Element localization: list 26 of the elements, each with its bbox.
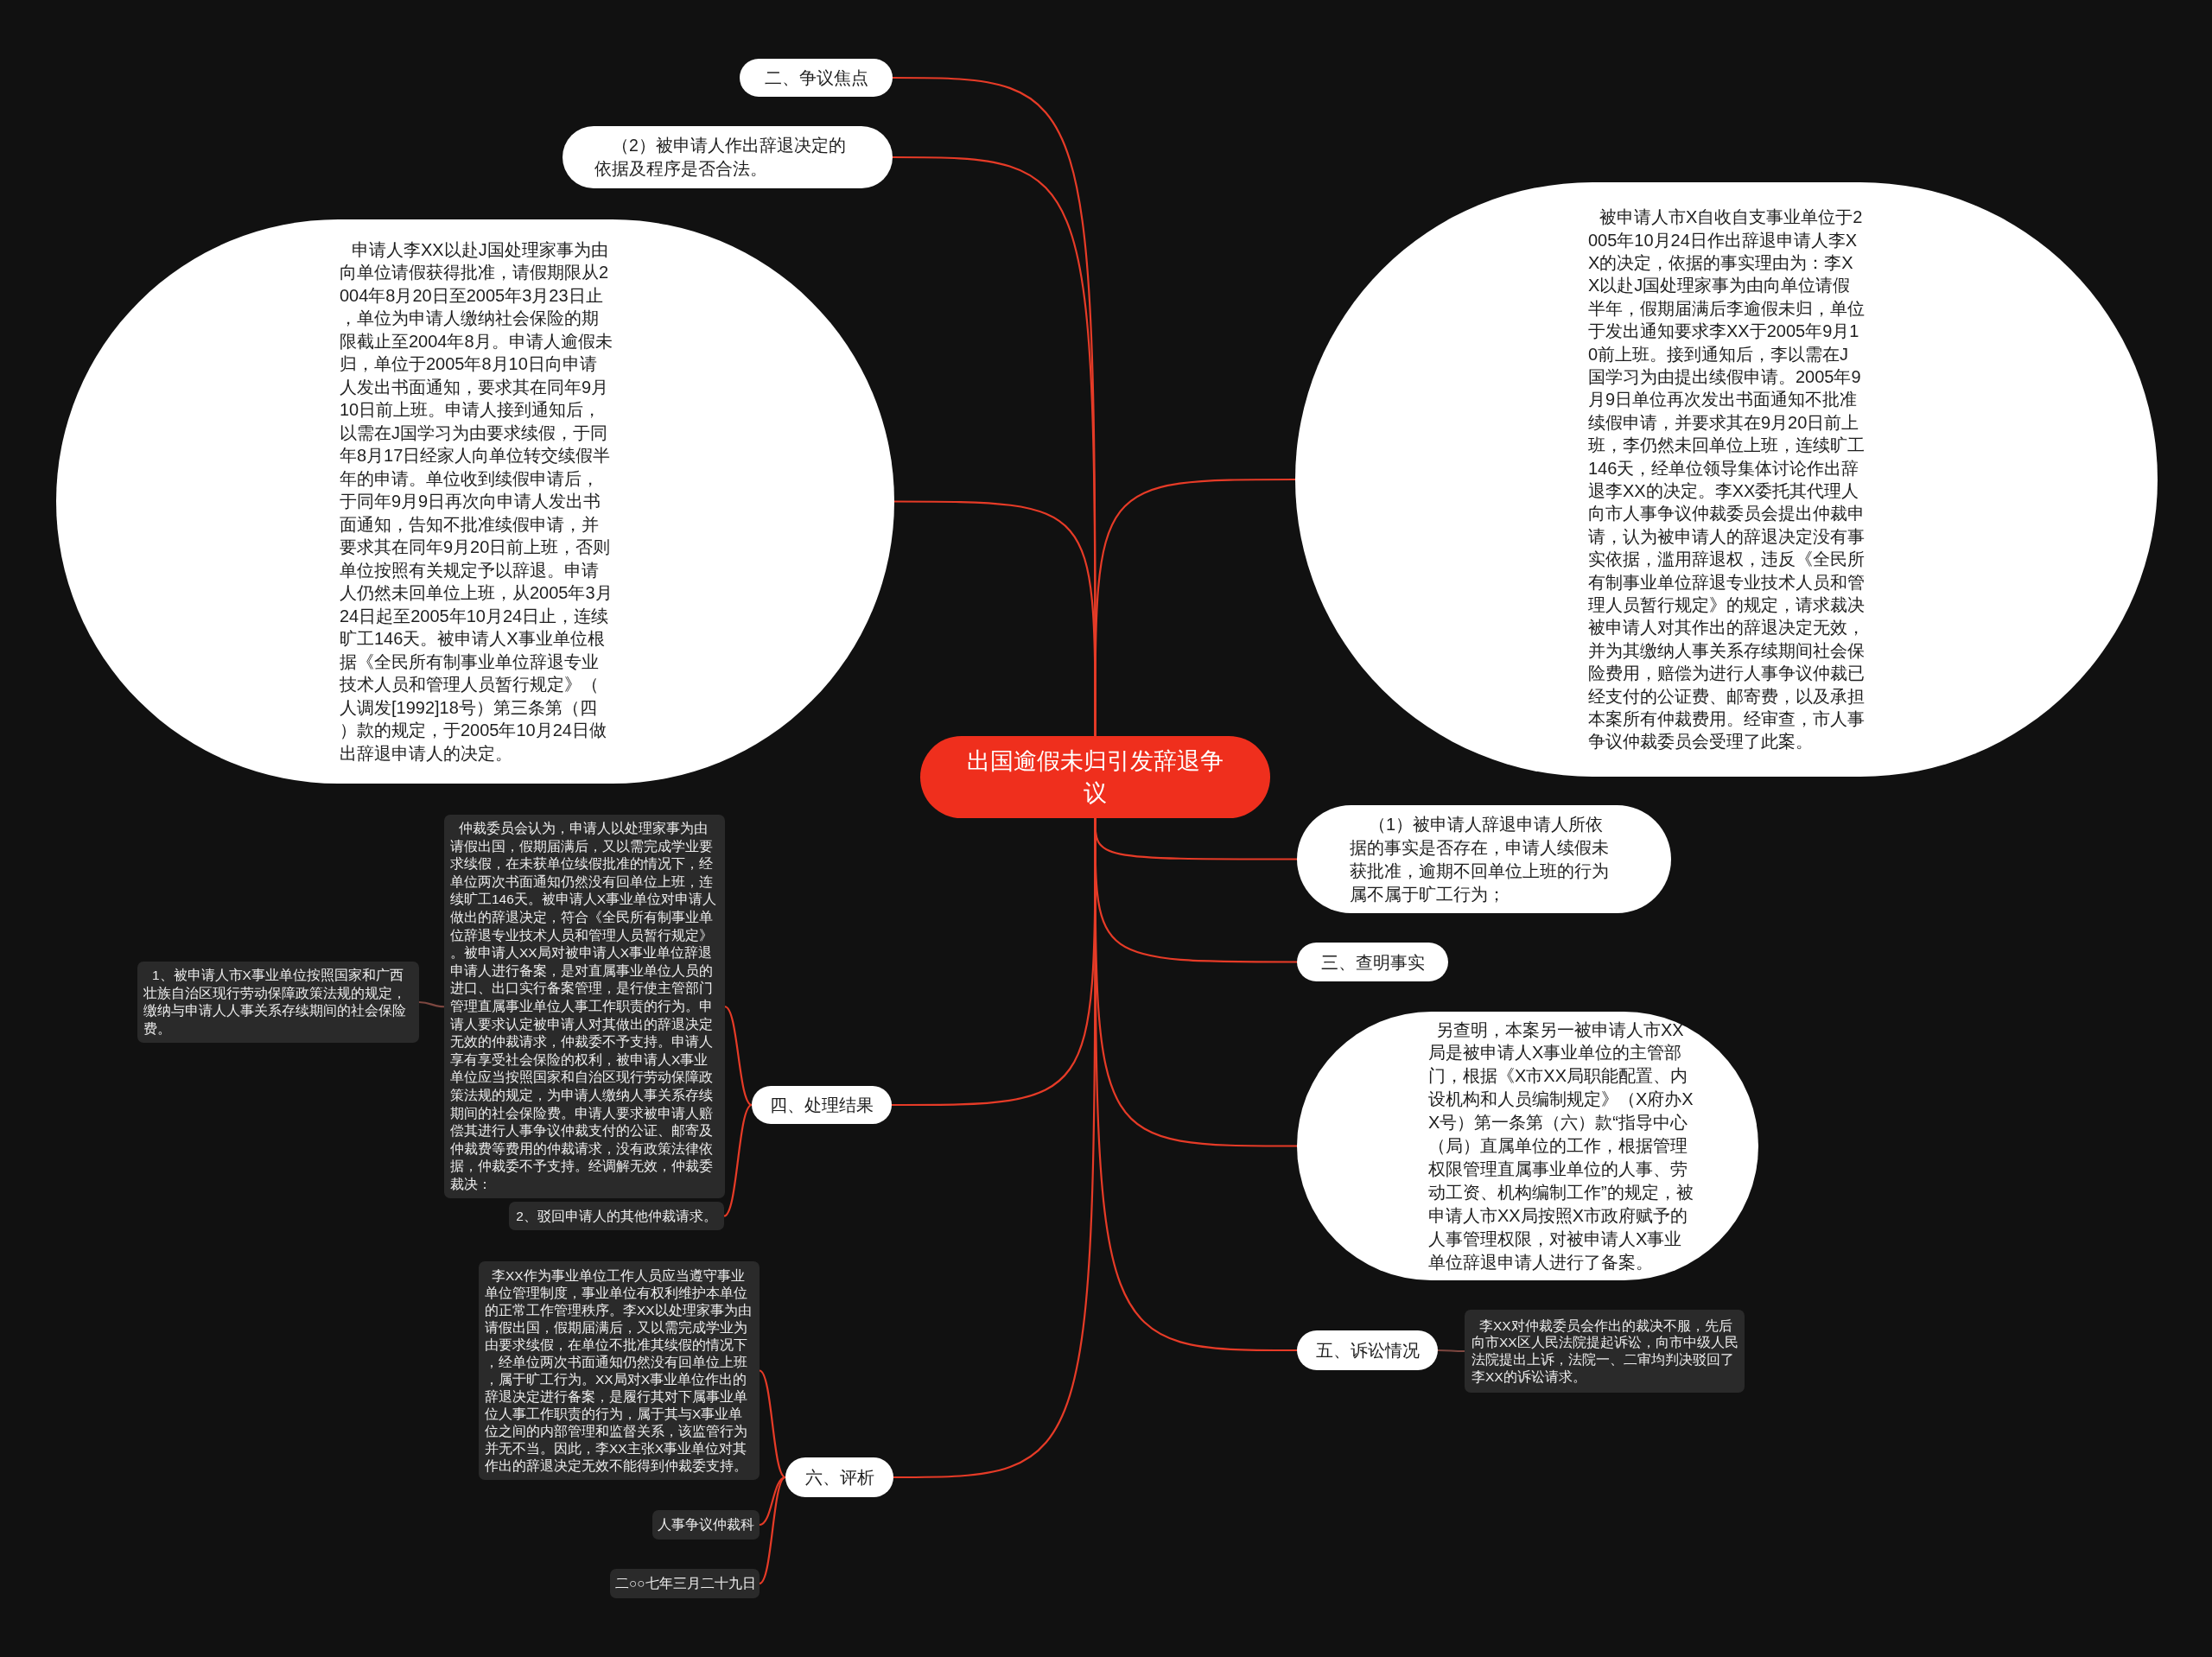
topic-pill: （2）被申请人作出辞退决定的依据及程序是否合法。 bbox=[563, 126, 893, 188]
topic-pill: 二、争议焦点 bbox=[740, 59, 893, 97]
central-topic: 出国逾假未归引发辞退争议 bbox=[920, 736, 1270, 818]
connector-line bbox=[724, 1006, 753, 1106]
text-bubble: 申请人李XX以赴J国处理家事为由向单位请假获得批准，请假期限从2004年8月20日至2005年3月23日止，单位为申请人缴纳社会保险的期限截止至2004年8月。申请人逾假未归，单位于2005年8月10日向申请人发出书面通知，要求其在同年9月10日前上班。申请人接到通知后，以需在J国学习为由要求续假，于同年8月17日经家人向单位转交续假半年的申请。单位收到续假申请后，于同年9月9日再次向申请人发出书面通知，告知不批准续假申请，并要求其在同年9月20日前上班，否则单位按照有关规定予以辞退。申请人仍然未回单位上班，从2005年3月24日起至2005年10月24日止，连续旷工146天。被申请人X事业单位根据《全民所有制事业单位辞退专业技术人员和管理人员暂行规定》（人调发[1992]18号）第三条第（四）款的规定，于2005年10月24日做出辞退申请人的决定。 bbox=[56, 219, 894, 784]
text-bubble: 被申请人市X自收自支事业单位于2005年10月24日作出辞退申请人李XX的决定，依据的事实理由为：李XX以赴J国处理家事为由向单位请假半年，假期届满后李逾假未归，单位于发出通知要求李XX于2005年9月10前上班。接到通知后，李以需在J国学习为由提出续假申请。2005年9月9日单位再次发出书面通知不批准续假申请，并要求其在9月20日前上班，李仍然未回单位上班，连续旷工146天，经单位领导集体讨论作出辞退李XX的决定。李XX委托其代理人向市人事争议仲裁委员会提出仲裁申请，认为被申请人的辞退决定没有事实依据，滥用辞退权，违反《全民所有制事业单位辞退专业技术人员和管理人员暂行规定》的规定，请求裁决被申请人对其作出的辞退决定无效，并为其缴纳人事关系存续期间社会保险费用，赔偿为进行人事争议仲裁已经支付的公证费、邮寄费，以及承担本案所有仲裁费用。经审查，市人事争议仲裁委员会受理了此案。 bbox=[1295, 182, 2158, 777]
note-card: 李XX作为事业单位工作人员应当遵守事业单位管理制度，事业单位有权利维护本单位的正常工作管理秩序。李XX以处理家事为由请假出国，假期届满后，又以需完成学业为由要求续假，在单位不批准其续假的情况下，经单位两次书面通知仍然没有回单位上班，属于旷工行为。XX局对X事业单位作出的辞退决定进行备案，是履行其对下属事业单位人事工作职责的行为，属于其与X事业单位之间的内部管理和监督关系，该监管行为并无不当。因此，李XX主张X事业单位对其作出的辞退决定无效不能得到仲裁委支持。 bbox=[479, 1261, 760, 1480]
text-bubble: （1）被申请人辞退申请人所依据的事实是否存在，申请人续假未获批准，逾期不回单位上班的行为属不属于旷工行为； bbox=[1297, 805, 1671, 913]
note-card: 李XX对仲裁委员会作出的裁决不服，先后向市XX区人民法院提起诉讼，向市中级人民法院提出上诉，法院一、二审均判决驳回了李XX的诉讼请求。 bbox=[1465, 1310, 1745, 1393]
note-card: 仲裁委员会认为，申请人以处理家事为由请假出国，假期届满后，又以需完成学业要求续假，在未获单位续假批准的情况下，经单位两次书面通知仍然没有回单位上班，连续旷工146天。被申请人X事业单位对申请人做出的辞退决定，符合《全民所有制事业单位辞退专业技术人员和管理人员暂行规定》。被申请人XX局对被申请人X事业单位辞退申请人进行备案，是对直属事业单位人员的进口、出口实行备案管理，是行使主管部门管理直属事业单位人事工作职责的行为。申请人要求认定被申请人对其做出的辞退决定无效的仲裁请求，仲裁委不予支持。申请人享有享受社会保险的权利，被申请人X事业单位应当按照国家和自治区现行劳动保障政策法规的规定，为申请人缴纳人事关系存续期间的社会保险费。申请人要求被申请人赔偿其进行人事争议仲裁支付的公证、邮寄及仲裁费等费用的仲裁请求，没有政策法律依据，仲裁委不予支持。经调解无效，仲裁委裁决： bbox=[444, 815, 725, 1199]
note-card: 2、驳回申请人的其他仲裁请求。 bbox=[509, 1202, 724, 1230]
note-card: 人事争议仲裁科 bbox=[652, 1510, 760, 1540]
connector-line bbox=[418, 1000, 445, 1008]
connector-line bbox=[723, 1104, 753, 1217]
topic-pill: 五、诉讼情况 bbox=[1297, 1330, 1438, 1370]
note-card: 二○○七年三月二十九日 bbox=[610, 1569, 760, 1598]
connector-line bbox=[759, 1476, 786, 1584]
topic-pill: 四、处理结果 bbox=[752, 1086, 892, 1124]
note-card: 1、被申请人市X事业单位按照国家和广西壮族自治区现行劳动保障政策法规的规定，缴纳与申请人人事关系存续期间的社会保险费。 bbox=[137, 962, 419, 1043]
connector-line bbox=[759, 1369, 786, 1478]
connector-line bbox=[1438, 1349, 1465, 1353]
connector-line bbox=[759, 1476, 786, 1527]
topic-pill: 六、评析 bbox=[785, 1457, 893, 1497]
topic-pill: 三、查明事实 bbox=[1297, 943, 1448, 981]
text-bubble: 另查明，本案另一被申请人市XX局是被申请人X事业单位的主管部门，根据《X市XX局职能配置、内设机构和人员编制规定》（X府办XX号）第一条第（六）款“指导中心（局）直属单位的工作，根据管理权限管理直属事业单位的人事、劳动工资、机构编制工作”的规定，被申请人市XX局按照X市政府赋予的人事管理权限，对被申请人X事业单位辞退申请人进行了备案。 bbox=[1297, 1012, 1758, 1280]
connector-line bbox=[1094, 478, 1295, 736]
